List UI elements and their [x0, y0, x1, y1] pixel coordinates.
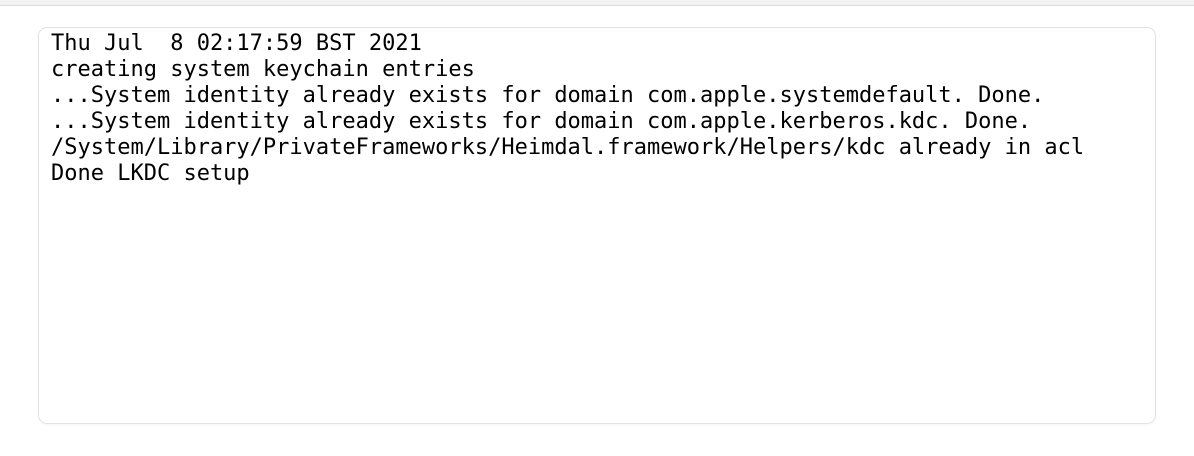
log-output-panel: Thu Jul 8 02:17:59 BST 2021 creating sys… [38, 27, 1156, 424]
log-text: Thu Jul 8 02:17:59 BST 2021 creating sys… [51, 31, 1085, 186]
top-chrome-edge [0, 0, 1194, 6]
